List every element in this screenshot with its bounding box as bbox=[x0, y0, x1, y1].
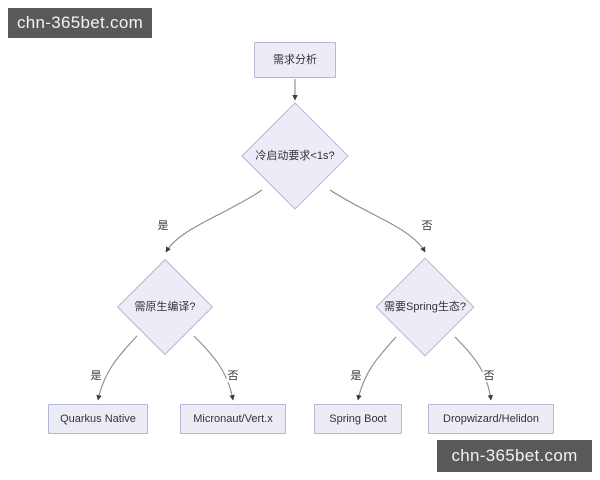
edge-native-to-micronaut bbox=[193, 335, 235, 401]
node-result-quarkus-native[interactable]: Quarkus Native bbox=[48, 404, 148, 434]
edge-label-spring-yes: 是 bbox=[349, 370, 363, 382]
node-label: 需要Spring生态? bbox=[384, 300, 466, 313]
node-label: Dropwizard/Helidon bbox=[443, 412, 539, 425]
edge-label-coldstart-no: 否 bbox=[420, 220, 434, 232]
edge-spring-to-springboot bbox=[356, 336, 397, 401]
edge-label-coldstart-yes: 是 bbox=[156, 220, 170, 232]
edge-label-native-no: 否 bbox=[226, 370, 240, 382]
node-label: 需原生编译? bbox=[134, 300, 196, 313]
node-label: 冷启动要求<1s? bbox=[255, 149, 335, 162]
watermark-bottom-right: chn-365bet.com bbox=[437, 440, 592, 472]
node-result-spring-boot[interactable]: Spring Boot bbox=[314, 404, 402, 434]
node-result-micronaut-vertx[interactable]: Micronaut/Vert.x bbox=[180, 404, 286, 434]
node-label: Spring Boot bbox=[329, 412, 387, 425]
edge-label-native-yes: 是 bbox=[89, 370, 103, 382]
node-label: Quarkus Native bbox=[60, 412, 136, 425]
node-requirement-analysis[interactable]: 需求分析 bbox=[254, 42, 336, 78]
edge-label-spring-no: 否 bbox=[482, 370, 496, 382]
edge-coldstart-to-spring bbox=[329, 189, 426, 253]
node-decision-native-compile[interactable]: 需原生编译? bbox=[112, 258, 218, 356]
edge-spring-to-dropwizard bbox=[454, 336, 494, 401]
node-label: 需求分析 bbox=[273, 53, 317, 66]
node-result-dropwizard-helidon[interactable]: Dropwizard/Helidon bbox=[428, 404, 554, 434]
node-decision-spring-ecosystem[interactable]: 需要Spring生态? bbox=[370, 257, 480, 357]
node-label: Micronaut/Vert.x bbox=[193, 412, 273, 425]
watermark-top-left: chn-365bet.com bbox=[8, 8, 152, 38]
edge-native-to-quarkus bbox=[96, 335, 138, 401]
edge-coldstart-to-native bbox=[165, 189, 263, 253]
node-decision-cold-start[interactable]: 冷启动要求<1s? bbox=[233, 102, 357, 210]
